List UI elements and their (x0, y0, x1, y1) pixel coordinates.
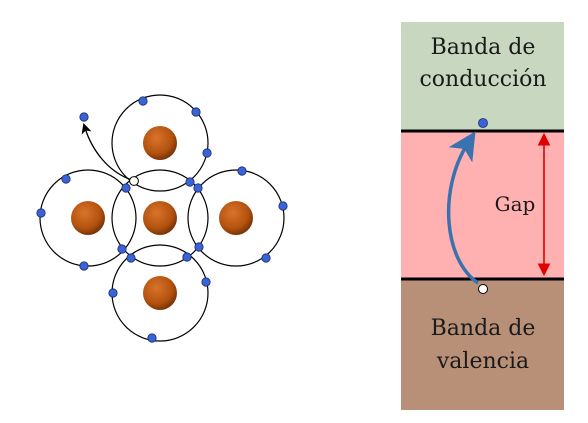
silicon-lattice (36, 94, 288, 343)
nuclei (71, 126, 253, 310)
band-diagram: Banda de conducción Gap Banda de valenci… (401, 22, 564, 410)
nucleus-bottom (143, 276, 177, 310)
band-gap (401, 131, 564, 279)
electron (182, 252, 192, 262)
electron (147, 333, 157, 343)
nucleus-center (143, 201, 177, 235)
electron (193, 183, 203, 193)
band-hole (478, 284, 488, 294)
valence-band (401, 279, 564, 410)
hole (129, 176, 139, 186)
electron (194, 242, 204, 252)
electron (261, 253, 271, 263)
electrons (36, 96, 288, 343)
electron (138, 96, 148, 106)
electron (36, 208, 46, 218)
nucleus-top (143, 126, 177, 160)
nucleus-right (219, 201, 253, 235)
gap-label: Gap (495, 192, 536, 216)
conduction-band-label-line1: Banda de (431, 35, 536, 60)
electron (79, 261, 89, 271)
valence-band-label-line2: valencia (436, 349, 529, 374)
conduction-band-label-line2: conducción (419, 67, 546, 92)
valence-band-label-line1: Banda de (431, 316, 536, 341)
orbit-top (111, 94, 209, 192)
electron (117, 244, 127, 254)
electron (108, 288, 118, 298)
orbit-center (111, 169, 209, 267)
excited-electron (478, 118, 488, 128)
electron (191, 107, 201, 117)
electron (126, 253, 136, 263)
electron (79, 112, 89, 122)
electron (201, 277, 211, 287)
excitation-arrow (446, 131, 480, 285)
electron (185, 177, 195, 187)
electron (237, 166, 247, 176)
orbit-right (187, 169, 285, 267)
electron (278, 201, 288, 211)
escape-arrow (81, 123, 133, 181)
electron (202, 148, 212, 158)
electron (121, 183, 131, 193)
conduction-band (401, 22, 564, 131)
nucleus-left (71, 201, 105, 235)
electron (61, 174, 71, 184)
